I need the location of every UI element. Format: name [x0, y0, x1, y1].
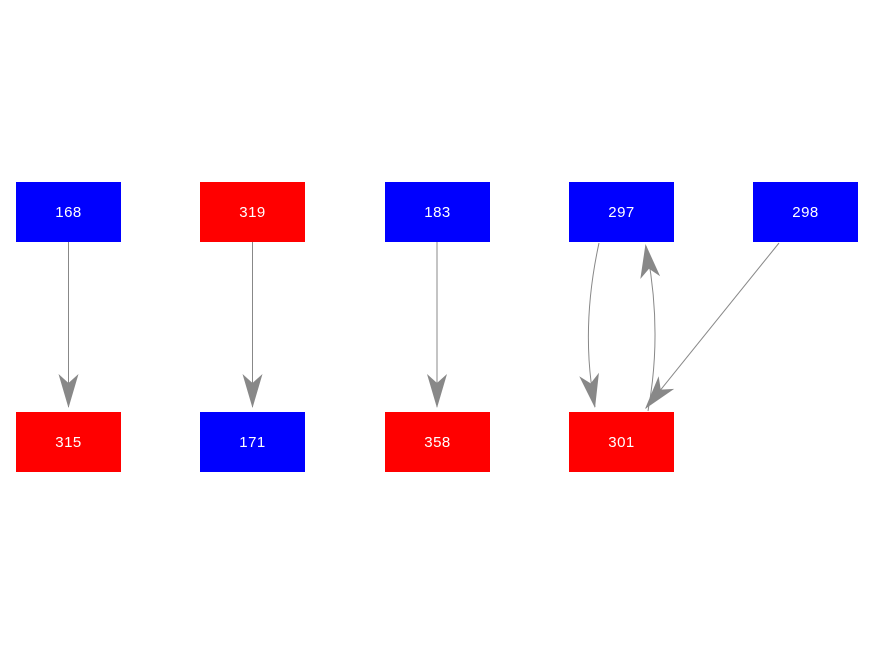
- node-label: 358: [424, 433, 451, 451]
- node-label: 301: [608, 433, 635, 451]
- edge-298-301-arrowhead-icon: [645, 376, 675, 409]
- node-298: 298: [753, 182, 858, 242]
- node-label: 319: [239, 203, 266, 221]
- edge-297-301-line: [587, 242, 600, 408]
- node-171: 171: [200, 412, 305, 472]
- node-label: 315: [55, 433, 82, 451]
- node-315: 315: [16, 412, 121, 472]
- node-168: 168: [16, 182, 121, 242]
- node-label: 171: [239, 433, 266, 451]
- node-label: 168: [55, 203, 82, 221]
- node-301: 301: [569, 412, 674, 472]
- edge-301-297-line: [645, 245, 656, 412]
- node-183: 183: [385, 182, 490, 242]
- node-319: 319: [200, 182, 305, 242]
- node-label: 298: [792, 203, 819, 221]
- edge-301-297-arrowhead-icon: [640, 244, 661, 280]
- node-297: 297: [569, 182, 674, 242]
- edge-298-301-line: [645, 242, 780, 409]
- node-label: 297: [608, 203, 635, 221]
- node-label: 183: [424, 203, 451, 221]
- edge-168-315-arrowhead-icon: [58, 374, 79, 408]
- edge-183-358-arrowhead-icon: [427, 374, 447, 408]
- node-358: 358: [385, 412, 490, 472]
- edge-297-301-arrowhead-icon: [579, 372, 599, 408]
- edge-319-171-arrowhead-icon: [242, 374, 263, 408]
